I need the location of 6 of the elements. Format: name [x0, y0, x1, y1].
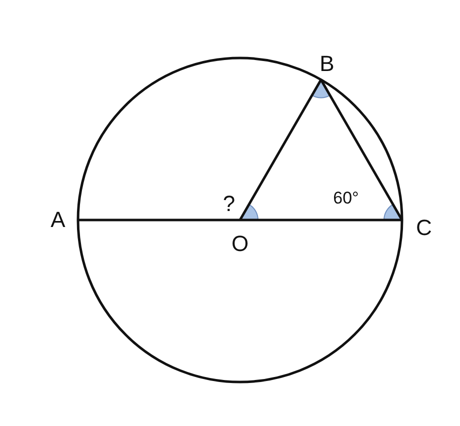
point-label: A: [50, 209, 66, 231]
point-label: ?: [222, 193, 236, 215]
point-label: O: [231, 233, 249, 255]
point-label: 60°: [333, 190, 359, 206]
point-label: C: [416, 217, 432, 239]
point-label: B: [320, 53, 334, 75]
